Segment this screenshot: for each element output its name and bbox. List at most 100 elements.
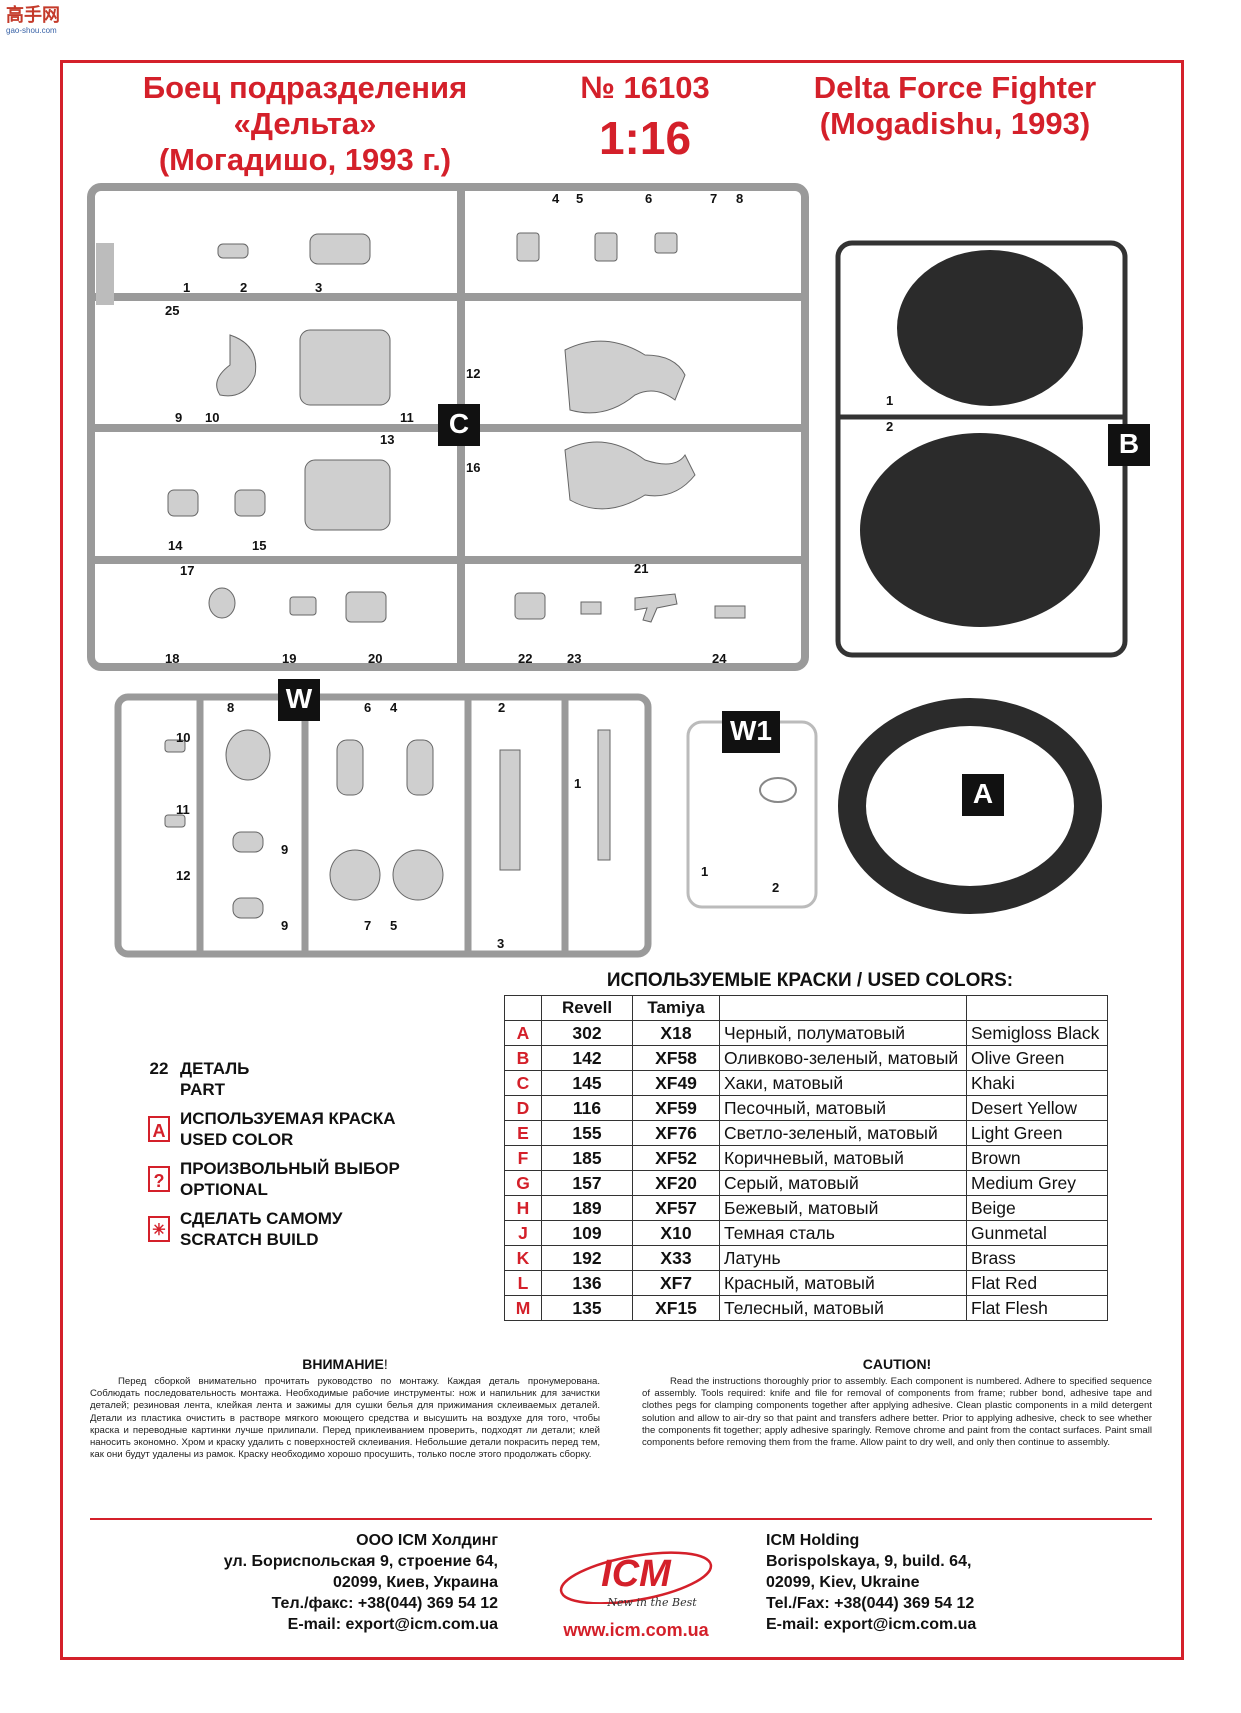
- legend-scratch-text: СДЕЛАТЬ САМОМУ SCRATCH BUILD: [180, 1208, 342, 1250]
- icm-logo: ICM New in the Best: [552, 1544, 720, 1638]
- color-name-ru-cell: Хаки, матовый: [719, 1070, 967, 1096]
- legend-part-text: ДЕТАЛЬ PART: [180, 1058, 249, 1100]
- part-number: 1: [886, 393, 894, 408]
- part-number: 9: [175, 410, 183, 425]
- color-code-cell: D: [504, 1095, 542, 1121]
- legend-scratch-en: SCRATCH BUILD: [180, 1230, 319, 1249]
- sprue-label-w: W: [278, 679, 320, 721]
- website-link[interactable]: www.icm.com.ua: [563, 1620, 709, 1640]
- footer-ru-line: 02099, Киев, Украина: [332, 1574, 498, 1591]
- legend-used-color-ru: ИСПОЛЬЗУЕМАЯ КРАСКА: [180, 1109, 396, 1128]
- legend-used-color-symbol-wrap: A: [138, 1108, 180, 1142]
- part-number: 12: [466, 366, 481, 381]
- legend-optional-text: ПРОИЗВОЛЬНЫЙ ВЫБОР OPTIONAL: [180, 1158, 400, 1200]
- tamiya-cell: XF59: [632, 1095, 720, 1121]
- legend-optional-symbol-wrap: ?: [138, 1158, 180, 1192]
- sprue-diagram: [87, 183, 1128, 958]
- color-name-en-cell: Khaki: [966, 1070, 1108, 1096]
- color-name-ru-cell: Серый, матовый: [719, 1170, 967, 1196]
- watermark-url: gao-shou.com: [6, 26, 57, 35]
- color-code-cell: G: [504, 1170, 542, 1196]
- part-number: 7: [364, 918, 372, 933]
- tamiya-cell: XF57: [632, 1195, 720, 1221]
- color-name-en-cell: Brown: [966, 1145, 1108, 1171]
- watermark: 高手网 gao-shou.com: [6, 4, 70, 40]
- part-number: 2: [886, 419, 894, 434]
- revell-cell: 109: [541, 1220, 633, 1246]
- revell-cell: 192: [541, 1245, 633, 1271]
- color-name-en-cell: Beige: [966, 1195, 1108, 1221]
- sprue-w1-part: [759, 777, 797, 803]
- revell-cell: 185: [541, 1145, 633, 1171]
- tamiya-cell: X18: [632, 1020, 720, 1046]
- footer-en-line: 02099, Kiev, Ukraine: [766, 1574, 920, 1591]
- tamiya-cell: XF76: [632, 1120, 720, 1146]
- color-code-cell: A: [504, 1020, 542, 1046]
- kit-scale: 1:16: [598, 112, 692, 164]
- part-number: 15: [252, 538, 267, 553]
- legend-used-color-text: ИСПОЛЬЗУЕМАЯ КРАСКА USED COLOR: [180, 1108, 396, 1150]
- legend-part-ru: ДЕТАЛЬ: [180, 1059, 250, 1078]
- revell-cell: 135: [541, 1295, 633, 1321]
- revell-cell: 116: [541, 1095, 633, 1121]
- color-name-ru-cell: Латунь: [719, 1245, 967, 1271]
- color-name-ru-cell: Оливково-зеленый, матовый: [719, 1045, 967, 1071]
- part-number: 6: [364, 700, 372, 715]
- part-number: 1: [574, 776, 582, 791]
- color-name-ru-cell: Черный, полуматовый: [719, 1020, 967, 1046]
- table-header-en: [966, 995, 1108, 1021]
- legend-part-number: 22: [149, 1059, 169, 1078]
- sprue-c-tab: [96, 243, 114, 305]
- revell-cell: 136: [541, 1270, 633, 1296]
- warning-ru-body: Перед сборкой внимательно прочитать руко…: [90, 1376, 600, 1461]
- color-code-cell: M: [504, 1295, 542, 1321]
- part-number: 11: [176, 802, 190, 817]
- color-code-cell: H: [504, 1195, 542, 1221]
- color-name-en-cell: Gunmetal: [966, 1220, 1108, 1246]
- color-name-en-cell: Light Green: [966, 1120, 1108, 1146]
- legend-used-color: A ИСПОЛЬЗУЕМАЯ КРАСКА USED COLOR: [138, 1108, 458, 1150]
- sprue-b-part-1: [897, 250, 1083, 406]
- legend-optional-ru: ПРОИЗВОЛЬНЫЙ ВЫБОР: [180, 1159, 400, 1178]
- table-header-code: [504, 995, 542, 1021]
- table-header-tamiya: Tamiya: [632, 995, 720, 1021]
- legend: 22 ДЕТАЛЬ PART A ИСПОЛЬЗУЕМАЯ КРАСКА USE…: [138, 1058, 458, 1250]
- part-number: 4: [390, 700, 398, 715]
- part-number: 9: [281, 918, 289, 933]
- part-number: 21: [634, 561, 649, 576]
- color-name-en-cell: Desert Yellow: [966, 1095, 1108, 1121]
- sprue-label-a: A: [962, 774, 1004, 816]
- part-number: 1: [701, 864, 709, 879]
- legend-scratch: ✳ СДЕЛАТЬ САМОМУ SCRATCH BUILD: [138, 1208, 458, 1250]
- watermark-brand: 高手网: [6, 5, 60, 25]
- page-frame: [60, 60, 1184, 1660]
- color-code-cell: K: [504, 1245, 542, 1271]
- part-number: 12: [176, 868, 191, 883]
- table-header-ru: [719, 995, 967, 1021]
- tamiya-cell: XF15: [632, 1295, 720, 1321]
- legend-optional: ? ПРОИЗВОЛЬНЫЙ ВЫБОР OPTIONAL: [138, 1158, 458, 1200]
- icm-logo-text: ICM: [601, 1553, 671, 1595]
- tamiya-cell: X33: [632, 1245, 720, 1271]
- kit-number: № 16103: [580, 70, 710, 105]
- part-number: 7: [710, 191, 718, 206]
- colors-title: ИСПОЛЬЗУЕМЫЕ КРАСКИ / USED COLORS:: [606, 970, 1014, 991]
- title-ru-line-3: (Могадишо, 1993 г.): [158, 142, 452, 177]
- legend-scratch-symbol: ✳: [148, 1216, 170, 1242]
- warning-ru-title-text: ВНИМАНИЕ: [302, 1356, 384, 1372]
- color-name-en-cell: Flat Red: [966, 1270, 1108, 1296]
- sprue-w-parts: [164, 729, 611, 919]
- warning-en: CAUTION! Read the instructions thoroughl…: [642, 1356, 1152, 1449]
- part-number: 24: [712, 651, 727, 666]
- part-number: 17: [180, 563, 195, 578]
- part-number: 22: [518, 651, 533, 666]
- part-number: 14: [168, 538, 183, 553]
- icm-logo-slogan: New in the Best: [607, 1596, 697, 1609]
- revell-cell: 155: [541, 1120, 633, 1146]
